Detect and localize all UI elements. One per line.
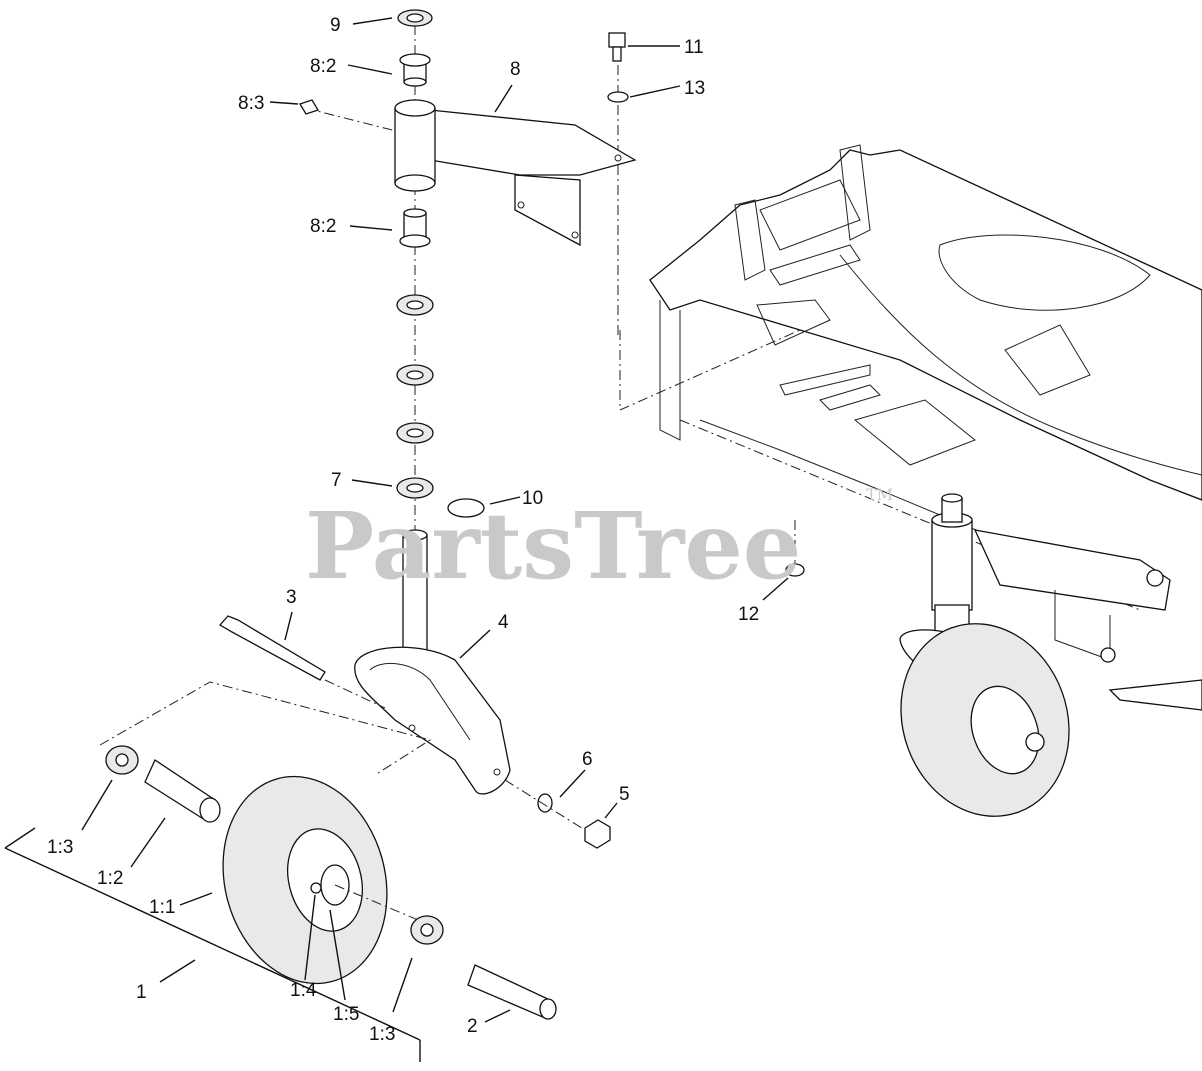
callout-8-2-top: 8:2 — [310, 56, 336, 77]
mower-deck-drawing — [619, 144, 1202, 611]
assembled-caster-drawing — [899, 493, 1202, 817]
callout-1-1: 1:1 — [149, 897, 175, 918]
callout-1-3-top: 1:3 — [47, 837, 73, 858]
callout-1-3-bottom: 1:3 — [369, 1024, 395, 1045]
callout-12: 12 — [738, 604, 759, 625]
callout-labels: 9 8:2 8:3 8 8:2 11 13 7 10 3 4 12 6 5 1:… — [47, 15, 759, 1045]
watermark-trademark: TM — [866, 485, 893, 504]
callout-6: 6 — [582, 749, 593, 770]
callout-1-2: 1:2 — [97, 868, 123, 889]
callout-8-3: 8:3 — [238, 93, 264, 114]
callout-1-5: 1:5 — [333, 1004, 359, 1025]
callout-8-2-bottom: 8:2 — [310, 216, 336, 237]
callout-5: 5 — [619, 784, 630, 805]
callout-3: 3 — [286, 587, 297, 608]
callout-2: 2 — [467, 1016, 478, 1037]
callout-4: 4 — [498, 612, 509, 633]
callout-8: 8 — [510, 59, 521, 80]
watermark-text: PartsTree — [305, 492, 801, 600]
callout-10: 10 — [522, 488, 543, 509]
callout-1: 1 — [136, 982, 147, 1003]
callout-13: 13 — [684, 78, 705, 99]
leader-lines — [81, 17, 789, 1023]
callout-7: 7 — [331, 470, 342, 491]
callout-11: 11 — [684, 37, 704, 58]
callout-1-4: 1:4 — [290, 980, 317, 1001]
exploded-caster-drawing — [4, 9, 805, 1062]
callout-9: 9 — [330, 15, 341, 36]
